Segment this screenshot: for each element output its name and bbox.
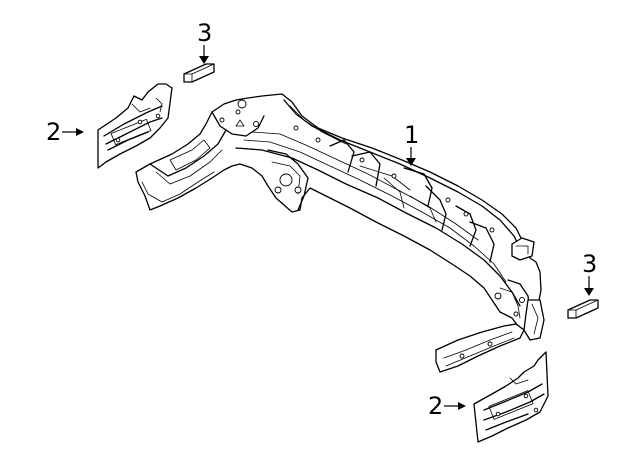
pad-right [567, 299, 599, 319]
callout-3-top-arrowhead [199, 56, 209, 64]
rear-body-panel-lower-arm [435, 299, 545, 373]
callout-3-right-label: 3 [582, 250, 597, 278]
callout-2-right-label: 2 [428, 392, 443, 420]
callout-2-left-arrowhead [76, 128, 84, 136]
callout-1: 1 [404, 121, 419, 166]
callout-2-right: 2 [428, 392, 466, 420]
side-extension-left [97, 83, 173, 169]
callout-3-right-arrowhead [584, 288, 594, 296]
callout-1-label: 1 [404, 121, 419, 149]
callout-3-top: 3 [197, 19, 212, 64]
callout-2-left-label: 2 [46, 118, 61, 146]
pad-top [183, 63, 215, 83]
callout-3-top-label: 3 [197, 19, 212, 47]
rear-body-panel [135, 93, 542, 331]
callout-1-arrowhead [406, 158, 416, 166]
callout-2-left: 2 [46, 118, 84, 146]
callout-3-right: 3 [582, 250, 597, 296]
side-extension-right [473, 351, 549, 443]
callout-2-right-arrowhead [458, 402, 466, 410]
